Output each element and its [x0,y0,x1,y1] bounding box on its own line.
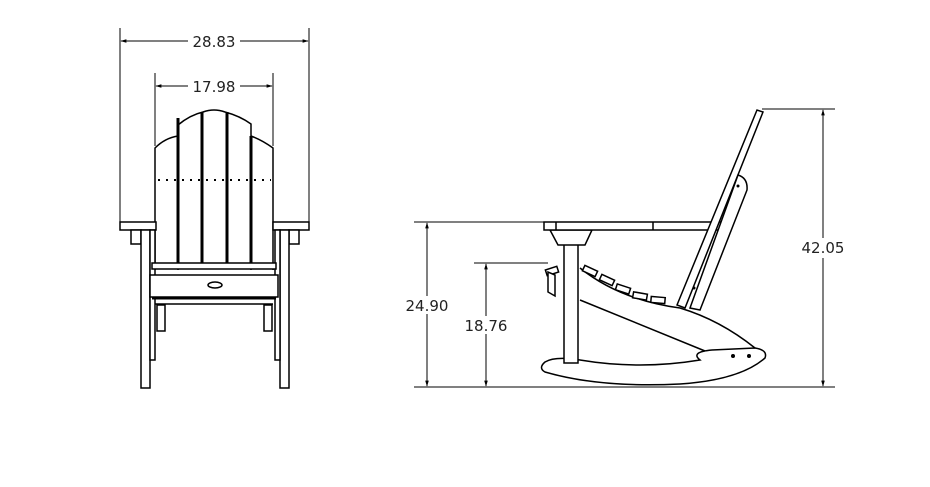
dimension-overall-width: 28.83 [119,28,310,222]
front-view: 28.83 17.98 [119,28,310,389]
label-arm-height: 24.90 [406,297,449,315]
dimension-seat-height: 18.76 [461,262,548,387]
label-overall-height: 42.05 [802,239,845,257]
side-front-leg [563,242,579,364]
side-backrest [676,109,764,311]
rocker [540,347,767,386]
seat-apron [149,262,279,305]
apron-handle-oval [207,281,223,289]
seat-slats [544,264,667,305]
dimension-arm-height: 24.90 [402,221,555,387]
label-back-width: 17.98 [193,78,236,96]
left-arm [119,221,157,231]
label-seat-height: 18.76 [465,317,508,335]
label-overall-width: 28.83 [193,33,236,51]
side-frame [579,267,756,352]
left-front-leg [140,229,151,389]
right-arm [272,221,310,231]
side-view: 24.90 18.76 42.05 [402,108,850,388]
backrest [154,109,274,270]
side-armrest [543,221,729,231]
dimension-back-width: 17.98 [154,73,274,146]
right-front-leg [279,229,290,389]
dimension-overall-height: 42.05 [762,108,850,387]
